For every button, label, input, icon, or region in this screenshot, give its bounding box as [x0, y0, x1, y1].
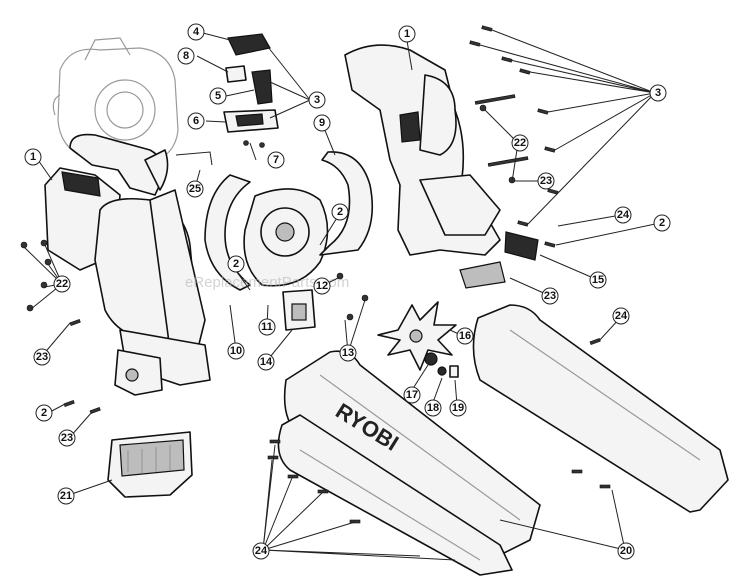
- part-9-half-shell: [319, 151, 374, 256]
- part-10-shroud: [204, 174, 251, 291]
- fastener-screws: [20, 25, 611, 524]
- callouts: 1 1 2 2 2 2 3 3 4 5 6 7 8 9 10 11 12 13 …: [24, 23, 671, 560]
- callout-9: 9: [313, 114, 331, 132]
- svg-text:2: 2: [41, 407, 47, 419]
- svg-text:16: 16: [459, 330, 471, 342]
- blower-housing-left: [44, 133, 211, 396]
- svg-text:24: 24: [255, 545, 268, 557]
- callout-7: 7: [267, 151, 285, 169]
- part-25-wire: [175, 151, 213, 166]
- part-19-screw: [449, 365, 459, 378]
- callout-11: 11: [258, 318, 276, 336]
- svg-text:10: 10: [230, 345, 242, 357]
- callout-2-a: 2: [331, 203, 349, 221]
- svg-text:18: 18: [427, 402, 439, 414]
- base-nozzle-21: [107, 431, 193, 498]
- watermark: eReplacementParts.com: [185, 274, 349, 291]
- callout-2-b: 2: [227, 255, 245, 273]
- callout-2-d: 2: [653, 214, 671, 232]
- callout-23-b: 23: [58, 429, 76, 447]
- svg-text:5: 5: [215, 90, 221, 102]
- svg-text:7: 7: [273, 154, 279, 166]
- svg-text:22: 22: [514, 137, 526, 149]
- svg-text:22: 22: [56, 278, 68, 290]
- callout-21: 21: [57, 487, 75, 505]
- callout-17: 17: [403, 386, 421, 404]
- callout-23-a: 23: [33, 348, 51, 366]
- callout-22-left: 22: [53, 275, 71, 293]
- part-15-switch: [504, 231, 539, 261]
- callout-24-c: 24: [252, 542, 270, 560]
- callout-10: 10: [227, 342, 245, 360]
- svg-text:15: 15: [592, 274, 604, 286]
- callout-13: 13: [339, 344, 357, 362]
- callout-19: 19: [449, 399, 467, 417]
- svg-text:21: 21: [60, 490, 72, 502]
- callout-6: 6: [187, 112, 205, 130]
- impeller-housing-parts: [204, 151, 374, 331]
- blower-housing-right: [344, 44, 539, 289]
- svg-text:11: 11: [261, 321, 273, 333]
- callout-14: 14: [257, 353, 275, 371]
- svg-text:4: 4: [193, 26, 200, 38]
- part-17-nut: [424, 352, 438, 366]
- svg-text:23: 23: [540, 175, 552, 187]
- part-8-clip: [225, 65, 247, 83]
- callout-3-left: 3: [308, 91, 326, 109]
- svg-text:17: 17: [406, 389, 418, 401]
- svg-text:23: 23: [61, 432, 73, 444]
- svg-text:19: 19: [452, 402, 464, 414]
- callout-12: 12: [313, 277, 331, 295]
- svg-text:2: 2: [337, 206, 343, 218]
- svg-text:2: 2: [233, 258, 239, 270]
- svg-text:13: 13: [342, 347, 354, 359]
- callout-25: 25: [186, 180, 204, 198]
- svg-text:24: 24: [617, 209, 630, 221]
- svg-text:12: 12: [316, 280, 328, 292]
- part-18-washer: [437, 366, 447, 376]
- svg-text:23: 23: [36, 351, 48, 363]
- callout-15: 15: [589, 271, 607, 289]
- svg-text:6: 6: [193, 115, 199, 127]
- svg-text:20: 20: [620, 545, 632, 557]
- callout-16: 16: [456, 327, 474, 345]
- callout-20: 20: [617, 542, 635, 560]
- svg-text:25: 25: [189, 183, 201, 195]
- callout-24-a: 24: [614, 206, 632, 224]
- svg-text:1: 1: [30, 151, 36, 163]
- svg-text:2: 2: [659, 217, 665, 229]
- svg-text:8: 8: [183, 50, 189, 62]
- callout-8: 8: [177, 47, 195, 65]
- callout-23-d: 23: [541, 287, 559, 305]
- fan-16: [377, 301, 459, 378]
- callout-18: 18: [424, 399, 442, 417]
- svg-text:24: 24: [615, 310, 628, 322]
- callout-1-left: 1: [24, 148, 42, 166]
- svg-text:3: 3: [655, 87, 661, 99]
- svg-text:23: 23: [544, 290, 556, 302]
- part-4-switch: [227, 33, 271, 56]
- callout-3-right: 3: [649, 84, 667, 102]
- blower-tubes-20: [277, 304, 729, 576]
- callout-22-right: 22: [511, 134, 529, 152]
- svg-text:9: 9: [319, 117, 325, 129]
- callout-2-c: 2: [35, 404, 53, 422]
- callout-24-b: 24: [612, 307, 630, 325]
- callout-4: 4: [187, 23, 205, 41]
- callout-5: 5: [209, 87, 227, 105]
- callout-1-right: 1: [398, 25, 416, 43]
- part-5-trigger: [251, 69, 273, 105]
- svg-text:3: 3: [314, 94, 320, 106]
- switch-cluster: [175, 33, 279, 166]
- svg-text:1: 1: [404, 28, 410, 40]
- svg-text:14: 14: [260, 356, 273, 368]
- callout-23-c: 23: [537, 172, 555, 190]
